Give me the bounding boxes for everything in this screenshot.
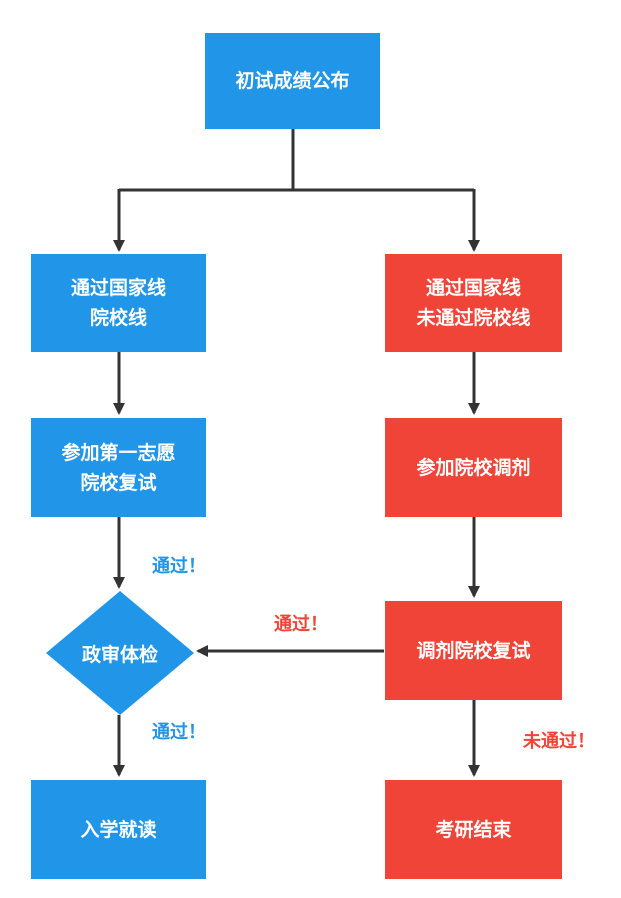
- edge-label-pass-first: 通过！: [152, 556, 206, 577]
- node-transfer-label: 参加院校调剂: [416, 456, 531, 479]
- node-pass-line: 通过国家线 院校线: [31, 254, 206, 352]
- node-political-check: 政审体检: [46, 591, 194, 715]
- node-start-label: 初试成绩公布: [235, 70, 350, 92]
- node-pass-national-only: 通过国家线 未通过院校线: [385, 254, 562, 352]
- node-pass-national-only-line1: 通过国家线: [425, 277, 521, 299]
- node-transfer: 参加院校调剂: [385, 418, 562, 517]
- node-political-check-label: 政审体检: [81, 643, 158, 666]
- node-first-choice-retest-line2: 院校复试: [80, 471, 157, 494]
- edge-label-pass-transfer: 通过！: [274, 614, 328, 635]
- edge-label-fail-transfer: 未通过！: [523, 731, 595, 752]
- node-pass-national-only-line2: 未通过院校线: [416, 307, 531, 329]
- node-pass-line-line1: 通过国家线: [70, 277, 166, 299]
- node-start: 初试成绩公布: [205, 33, 380, 129]
- node-enroll: 入学就读: [31, 780, 206, 879]
- node-enroll-label: 入学就读: [80, 818, 157, 841]
- node-end: 考研结束: [385, 780, 562, 879]
- node-first-choice-retest-line1: 参加第一志愿: [61, 441, 176, 464]
- political-check-diamond: [46, 591, 194, 715]
- edge-label-pass-check: 通过！: [152, 722, 206, 743]
- node-transfer-retest-label: 调剂院校复试: [416, 639, 531, 662]
- node-end-label: 考研结束: [435, 818, 512, 841]
- node-first-choice-retest: 参加第一志愿 院校复试: [31, 418, 206, 517]
- node-transfer-retest: 调剂院校复试: [385, 601, 562, 700]
- node-pass-line-line2: 院校线: [89, 307, 147, 329]
